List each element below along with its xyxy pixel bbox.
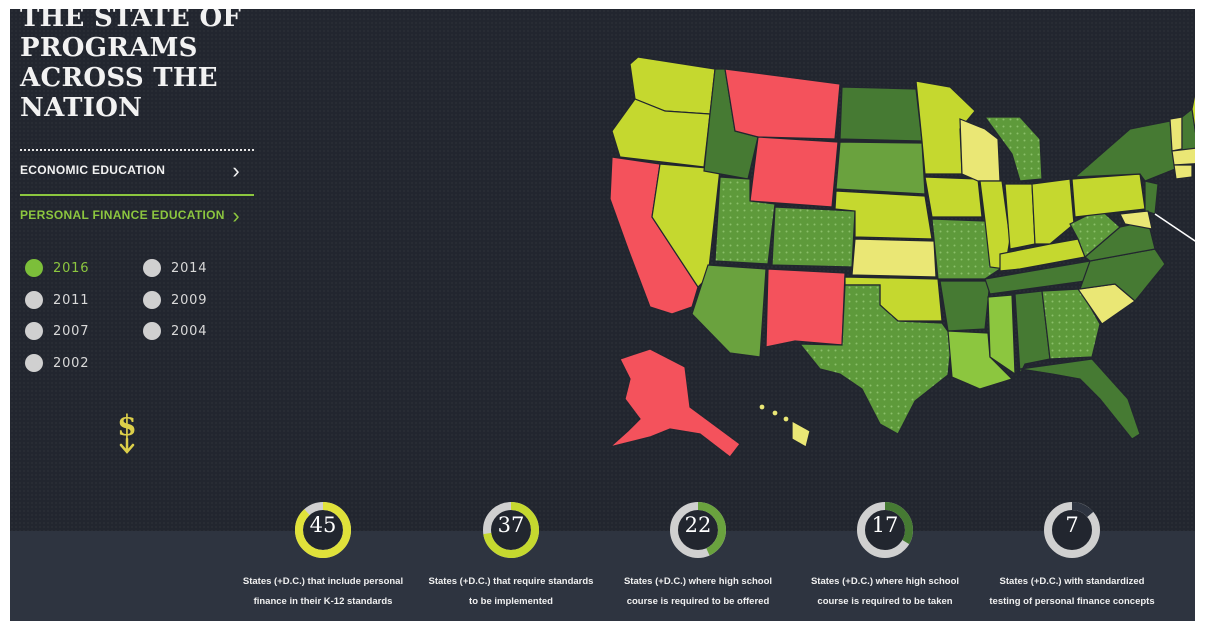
radio-dot-icon bbox=[25, 291, 43, 309]
state-south-dakota[interactable] bbox=[835, 141, 926, 195]
radio-dot-icon bbox=[143, 322, 161, 340]
stat-donut bbox=[295, 502, 351, 558]
state-arkansas[interactable] bbox=[939, 280, 991, 332]
year-label: 2004 bbox=[171, 323, 208, 339]
state-montana[interactable] bbox=[724, 68, 841, 140]
callout-line bbox=[1154, 213, 1195, 242]
state-maryland[interactable] bbox=[1119, 210, 1153, 230]
nav-economic-education[interactable]: ECONOMIC EDUCATION › bbox=[20, 158, 254, 183]
radio-dot-icon bbox=[25, 322, 43, 340]
state-georgia[interactable] bbox=[1041, 288, 1101, 360]
radio-dot-icon bbox=[143, 291, 161, 309]
state-iowa[interactable] bbox=[924, 176, 983, 218]
state-ohio[interactable] bbox=[1031, 178, 1075, 245]
state-kansas[interactable] bbox=[851, 238, 937, 278]
stat-label: States (+D.C.) with standardized testing… bbox=[989, 576, 1155, 607]
year-option-2007[interactable]: 2007 bbox=[25, 322, 89, 340]
us-states-map bbox=[609, 56, 1195, 458]
state-florida[interactable] bbox=[1019, 358, 1141, 440]
year-option-2016[interactable]: 2016 bbox=[25, 259, 89, 277]
year-label: 2011 bbox=[53, 292, 90, 308]
stat-item[interactable]: 17 States (+D.C.) where high school cour… bbox=[790, 500, 980, 612]
radio-dot-icon bbox=[25, 354, 43, 372]
state-arizona[interactable] bbox=[691, 264, 767, 358]
dotted-divider bbox=[20, 149, 254, 151]
state-new-hampshire[interactable] bbox=[1181, 107, 1195, 152]
year-label: 2014 bbox=[171, 260, 208, 276]
stat-value: 7 bbox=[1065, 513, 1079, 537]
year-label: 2009 bbox=[171, 292, 208, 308]
stat-item[interactable]: 37 States (+D.C.) that require standards… bbox=[416, 500, 606, 612]
stat-label: States (+D.C.) where high school course … bbox=[810, 576, 960, 607]
state-missouri[interactable] bbox=[931, 218, 1001, 280]
state-pennsylvania[interactable] bbox=[1071, 173, 1146, 218]
stat-label: States (+D.C.) that include personal fin… bbox=[242, 576, 404, 607]
year-option-2009[interactable]: 2009 bbox=[143, 291, 207, 309]
stat-donut bbox=[1044, 502, 1100, 558]
infographic-frame: THE STATE OF PROGRAMS ACROSS THE NATION … bbox=[10, 9, 1195, 621]
radio-dot-icon bbox=[25, 259, 43, 277]
stat-value: 22 bbox=[684, 513, 712, 537]
state-new-jersey[interactable] bbox=[1144, 180, 1159, 215]
nav-personal-finance-education[interactable]: PERSONAL FINANCE EDUCATION › bbox=[20, 203, 254, 228]
state-michigan[interactable] bbox=[983, 116, 1043, 182]
state-new-mexico[interactable] bbox=[765, 268, 846, 348]
year-label: 2016 bbox=[53, 260, 90, 276]
year-option-2004[interactable]: 2004 bbox=[143, 322, 207, 340]
stat-item[interactable]: 45 States (+D.C.) that include personal … bbox=[228, 500, 418, 612]
state-texas[interactable] bbox=[798, 284, 953, 435]
active-divider bbox=[20, 194, 254, 196]
svg-text:$: $ bbox=[117, 409, 136, 442]
chevron-right-icon: › bbox=[232, 158, 240, 183]
stat-donut bbox=[857, 502, 913, 558]
stat-donut bbox=[670, 502, 726, 558]
state-louisiana[interactable] bbox=[947, 330, 1014, 390]
year-option-2002[interactable]: 2002 bbox=[25, 354, 89, 372]
stat-item[interactable]: 22 States (+D.C.) where high school cour… bbox=[603, 500, 793, 612]
state-colorado[interactable] bbox=[771, 206, 856, 268]
year-option-2014[interactable]: 2014 bbox=[143, 259, 207, 277]
radio-dot-icon bbox=[143, 259, 161, 277]
nav-economic-education-label: ECONOMIC EDUCATION bbox=[20, 163, 166, 177]
state-utah[interactable] bbox=[714, 176, 776, 265]
stats-bar bbox=[10, 531, 1195, 621]
state-connecticut[interactable] bbox=[1173, 164, 1193, 180]
nav-personal-finance-label: PERSONAL FINANCE EDUCATION bbox=[20, 208, 225, 222]
state-maine[interactable] bbox=[1191, 74, 1195, 149]
state-nebraska[interactable] bbox=[834, 190, 933, 240]
dollar-scroll-icon[interactable]: $ bbox=[114, 409, 140, 457]
chevron-right-icon: › bbox=[232, 203, 240, 228]
stat-value: 17 bbox=[871, 513, 899, 537]
year-option-2011[interactable]: 2011 bbox=[25, 291, 89, 309]
page-title: THE STATE OF PROGRAMS ACROSS THE NATION bbox=[20, 9, 242, 123]
year-label: 2002 bbox=[53, 355, 90, 371]
state-vermont[interactable] bbox=[1169, 116, 1183, 152]
stat-label: States (+D.C.) where high school course … bbox=[623, 576, 773, 607]
state-wyoming[interactable] bbox=[749, 136, 839, 208]
state-mississippi[interactable] bbox=[987, 294, 1016, 376]
state-alabama[interactable] bbox=[1014, 290, 1051, 377]
stat-item[interactable]: 7 States (+D.C.) with standardized testi… bbox=[977, 500, 1167, 612]
stat-value: 45 bbox=[309, 513, 337, 537]
stat-value: 37 bbox=[497, 513, 525, 537]
year-label: 2007 bbox=[53, 323, 90, 339]
stat-donut bbox=[483, 502, 539, 558]
state-indiana[interactable] bbox=[1004, 183, 1036, 250]
state-alaska[interactable] bbox=[609, 348, 741, 458]
state-new-york[interactable] bbox=[1073, 120, 1176, 182]
state-hawaii[interactable] bbox=[758, 403, 811, 448]
state-north-dakota[interactable] bbox=[839, 86, 923, 142]
state-massachusetts[interactable] bbox=[1171, 147, 1195, 166]
stat-label: States (+D.C.) that require standards to… bbox=[428, 576, 594, 607]
